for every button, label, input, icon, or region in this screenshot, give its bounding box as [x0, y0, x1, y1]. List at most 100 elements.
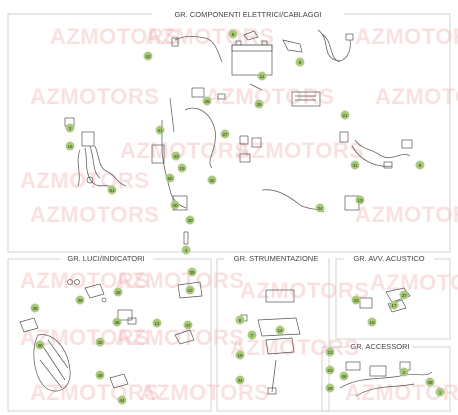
accessories-title: GR. ACCESSORI	[350, 342, 409, 351]
left-harness	[64, 117, 127, 189]
watermark: AZMOTORS	[20, 268, 149, 293]
callout-number: 4	[185, 248, 188, 253]
watermark: AZMOTORS	[50, 24, 179, 49]
callout-circle	[351, 295, 361, 305]
callout-number: 14	[277, 328, 283, 333]
callout-circle	[107, 185, 117, 195]
callout-badge: 43	[171, 151, 181, 161]
callout-badge: 9	[295, 57, 305, 67]
callout-number: 28	[115, 290, 121, 295]
regulator	[291, 91, 321, 107]
callout-circle	[257, 71, 267, 81]
callout-badge: 1	[435, 387, 445, 397]
callout-badge: 30	[185, 215, 195, 225]
callout-circle	[65, 141, 75, 151]
callout-number: 30	[187, 218, 193, 223]
watermark: AZMOTORS	[140, 380, 269, 405]
callout-number: 3	[69, 126, 72, 131]
horn-parts	[359, 287, 411, 313]
callout-number: 16	[67, 144, 73, 149]
callout-badge: 14	[275, 325, 285, 335]
watermark: AZMOTORS	[115, 268, 244, 293]
callout-circle	[425, 377, 435, 387]
callout-number: 18	[369, 320, 375, 325]
callout-number: 47	[185, 323, 191, 328]
callout-badge: 37	[399, 290, 409, 300]
callout-circle	[350, 160, 360, 170]
callout-badge: 27	[220, 129, 230, 139]
callout-badge: 38	[35, 340, 45, 350]
callout-circle	[187, 267, 197, 277]
callout-number: 49	[427, 380, 433, 385]
callout-number: 8	[419, 163, 422, 168]
callout-badge: 5	[228, 29, 238, 39]
right-harness	[339, 131, 413, 169]
callout-number: 21	[342, 113, 348, 118]
callout-number: 31	[352, 163, 358, 168]
callout-number: 17	[391, 303, 397, 308]
callout-badge: 24	[315, 203, 325, 213]
callout-circle	[95, 370, 105, 380]
callout-circle	[185, 215, 195, 225]
callout-number: 29	[327, 386, 333, 391]
callout-number: 1	[439, 390, 442, 395]
callout-circle	[399, 290, 409, 300]
callout-number: 6	[239, 318, 242, 323]
callout-badge: 11	[257, 71, 267, 81]
callout-badge: 28	[113, 287, 123, 297]
callout-circle	[235, 350, 245, 360]
callout-badge: 44	[117, 395, 127, 405]
callout-badge: 42	[143, 51, 153, 61]
callout-badge: 29	[325, 383, 335, 393]
callout-number: 36	[32, 306, 38, 311]
callout-number: 46	[341, 374, 347, 379]
callout-circle	[177, 163, 187, 173]
callout-number: 44	[119, 398, 125, 403]
watermark: AZMOTORS	[115, 325, 244, 350]
battery	[231, 40, 273, 76]
instruments-title: GR. STRUMENTAZIONE	[234, 254, 318, 263]
callout-badge: 31	[350, 160, 360, 170]
accessories-parts	[339, 361, 433, 397]
callout-circle	[152, 318, 162, 328]
callout-badge: 26	[254, 99, 264, 109]
callout-circle	[399, 367, 409, 377]
callout-circle	[325, 383, 335, 393]
callout-circle	[95, 337, 105, 347]
callout-badge: 3	[65, 123, 75, 133]
callout-circle	[435, 387, 445, 397]
callout-badge: 10	[325, 347, 335, 357]
callout-number: 45	[114, 320, 120, 325]
callout-circle	[339, 371, 349, 381]
watermark: AZMOTORS	[30, 84, 159, 109]
callout-circle	[235, 315, 245, 325]
callout-badge: 18	[367, 317, 377, 327]
callout-circle	[75, 295, 85, 305]
callout-badge: 2	[399, 367, 409, 377]
callout-circle	[35, 340, 45, 350]
callout-number: 50	[167, 176, 173, 181]
callout-number: 42	[145, 54, 151, 59]
callout-number: 27	[222, 132, 228, 137]
callout-number: 34	[237, 378, 243, 383]
callout-number: 13	[357, 198, 363, 203]
watermark: AZMOTORS	[30, 202, 159, 227]
callout-badge: 15	[177, 163, 187, 173]
callout-badge: 20	[95, 337, 105, 347]
callout-number: 2	[403, 370, 406, 375]
watermark: AZMOTORS	[20, 168, 149, 193]
callout-circle	[220, 129, 230, 139]
callout-number: 19	[237, 353, 243, 358]
callout-number: 15	[179, 166, 185, 171]
callout-circle	[275, 325, 285, 335]
callout-badge: 8	[415, 160, 425, 170]
callout-number: 20	[97, 340, 103, 345]
callout-circle	[228, 29, 238, 39]
callout-circle	[247, 330, 257, 340]
callout-badge: 4	[181, 245, 191, 255]
callout-circle	[254, 99, 264, 109]
callout-badge: 51	[107, 185, 117, 195]
callout-number: 40	[172, 203, 178, 208]
watermark: AZMOTORS	[205, 84, 334, 109]
